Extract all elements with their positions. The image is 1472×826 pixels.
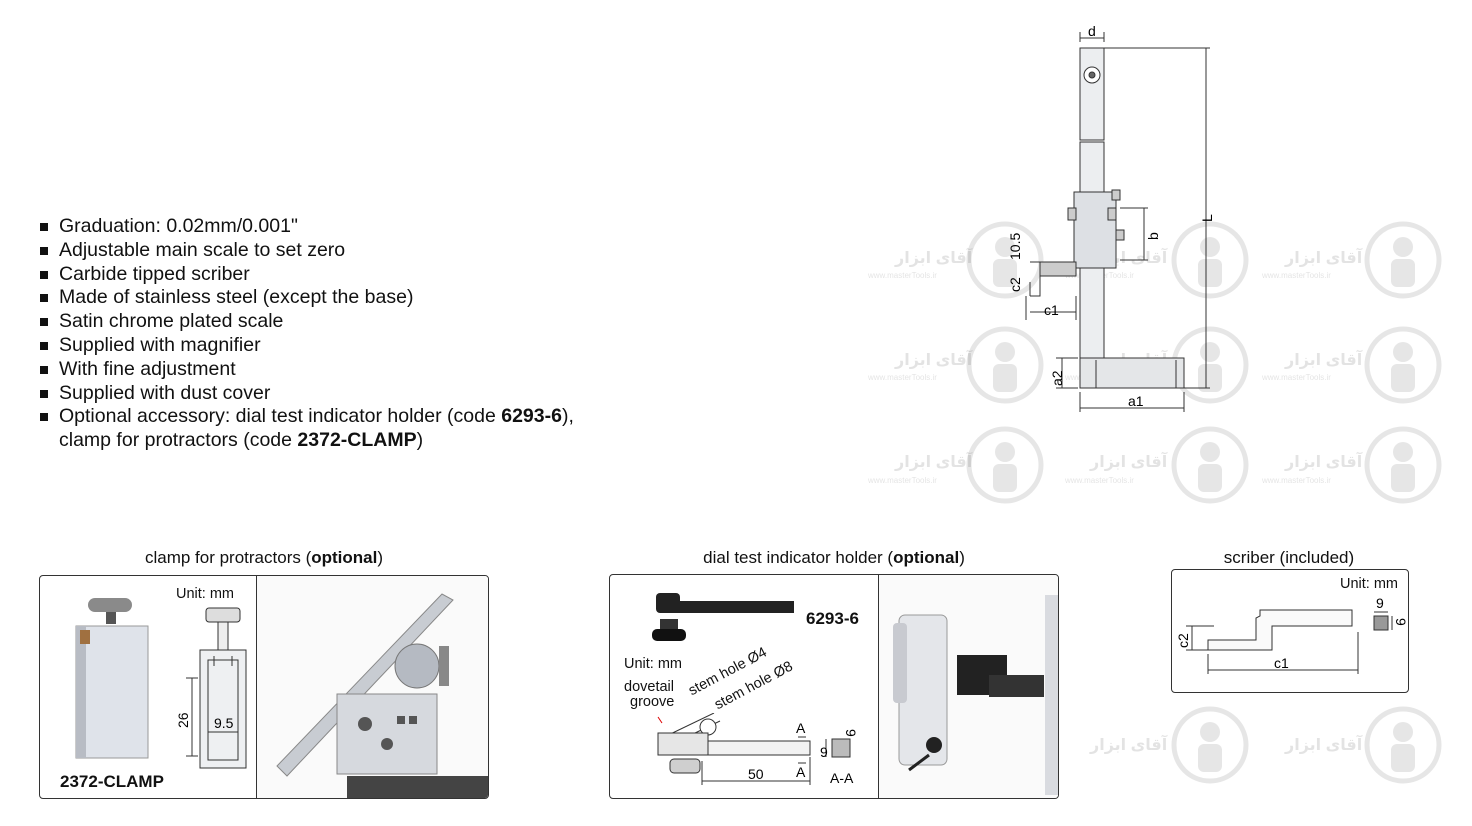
watermark-text: آقای ابزار — [1285, 454, 1363, 471]
holder-panel: 6293-6 Unit: mm dovetail groove stem hol… — [609, 574, 1059, 799]
feature-item-optional: Optional accessory: dial test indicator … — [40, 405, 574, 453]
holder-code-label: 6293-6 — [806, 609, 859, 628]
watermark-url: www.masterTools.ir — [868, 271, 937, 280]
watermark-logo-icon — [1171, 426, 1249, 504]
dim-9-h: 9 — [1393, 618, 1406, 626]
optional-suffix: ) — [416, 429, 424, 452]
watermark-logo-icon — [1364, 706, 1442, 784]
dim-c2: c2 — [1178, 633, 1191, 648]
watermark-logo-icon — [966, 326, 1044, 404]
height-gauge-drawing: d L b 10.5 c2 c1 a2 a1 — [1007, 23, 1215, 412]
groove-label: groove — [630, 694, 675, 710]
watermark-text: آقای ابزار — [1090, 737, 1168, 754]
clamp-section-title: clamp for protractors (optional) — [40, 548, 488, 568]
scriber-drawing: c2 c1 9 9 — [1178, 595, 1406, 674]
dim-9-width: 9 — [820, 744, 828, 760]
scriber-section-title: scriber (included) — [1223, 548, 1355, 567]
feature-item: Adjustable main scale to set zero — [40, 239, 574, 263]
clamp-title-bold: optional — [311, 548, 378, 567]
accessory-code: 2372-CLAMP — [297, 429, 417, 452]
dim-label-b: b — [1145, 232, 1161, 240]
watermark-url: www.masterTools.ir — [1065, 476, 1134, 485]
feature-item: With fine adjustment — [40, 358, 574, 382]
watermark-logo-icon — [1171, 221, 1249, 299]
clamp-title-end: ) — [377, 548, 384, 567]
holder-photo — [652, 593, 794, 641]
dim-label-10-5: 10.5 — [1007, 233, 1023, 260]
watermark-text: آقای ابزار — [1285, 352, 1363, 369]
feature-item: Supplied with dust cover — [40, 382, 574, 406]
watermark-logo-icon — [1364, 426, 1442, 504]
watermark-url: www.masterTools.ir — [1262, 476, 1331, 485]
watermark-url: www.masterTools.ir — [868, 476, 937, 485]
watermark-text: آقای ابزار — [895, 352, 973, 369]
dim-9-height: 9 — [843, 729, 859, 737]
clamp-title-text: clamp for protractors ( — [144, 548, 312, 567]
dim-50: 50 — [748, 766, 764, 782]
watermark-logo-icon — [1171, 706, 1249, 784]
watermark-url: www.masterTools.ir — [868, 373, 937, 382]
unit-label: Unit: mm — [176, 586, 234, 602]
section-a-a-label: A-A — [830, 770, 854, 786]
watermark-logo-icon — [1364, 326, 1442, 404]
feature-item: Graduation: 0.02mm/0.001" — [40, 215, 574, 239]
unit-label: Unit: mm — [1340, 576, 1398, 592]
optional-prefix: Optional accessory: dial test indicator … — [59, 405, 502, 428]
holder-title-end: ) — [959, 548, 965, 567]
watermark-url: www.masterTools.ir — [1262, 373, 1331, 382]
clamp-code-label: 2372-CLAMP — [60, 772, 164, 791]
dim-label-L: L — [1199, 214, 1215, 222]
dim-9-w: 9 — [1376, 595, 1384, 611]
section-a-bottom: A — [796, 764, 806, 780]
watermark-text: آقای ابزار — [1090, 454, 1168, 471]
scriber-panel: Unit: mm c2 c1 9 9 — [1171, 569, 1409, 693]
feature-item: Supplied with magnifier — [40, 334, 574, 358]
watermark-logo-icon — [1364, 221, 1442, 299]
holder-drawing: 50 A A 9 9 A-A — [657, 713, 859, 786]
watermark-text: آقای ابزار — [1285, 250, 1363, 267]
feature-item: Carbide tipped scriber — [40, 263, 574, 287]
protractor-photo — [257, 576, 488, 798]
dovetail-label: dovetail — [624, 679, 674, 695]
dim-9-5: 9.5 — [214, 715, 234, 731]
clamp-drawing: 26 9.5 — [175, 607, 247, 769]
panel-divider — [878, 575, 879, 798]
watermark-text: آقای ابزار — [895, 250, 973, 267]
dim-label-c2: c2 — [1007, 277, 1023, 292]
watermark-logo-icon — [966, 221, 1044, 299]
watermark-logo-icon — [966, 426, 1044, 504]
optional-middle: ), — [561, 405, 574, 428]
accessory-code: 6293-6 — [501, 405, 562, 428]
holder-section-title: dial test indicator holder (optional) — [610, 548, 1058, 568]
feature-item: Satin chrome plated scale — [40, 310, 574, 334]
optional-line2: clamp for protractors (code — [59, 429, 298, 452]
clamp-photo — [75, 598, 149, 759]
dim-c1: c1 — [1274, 655, 1289, 671]
watermark-text: آقای ابزار — [895, 454, 973, 471]
dim-label-a1: a1 — [1128, 393, 1144, 409]
holder-title-bold: optional — [893, 548, 960, 567]
watermark-text: آقای ابزار — [1285, 737, 1363, 754]
dim-label-c1: c1 — [1044, 302, 1059, 318]
feature-item: Made of stainless steel (except the base… — [40, 286, 574, 310]
section-a-top: A — [796, 720, 806, 736]
panel-divider — [256, 576, 257, 798]
watermark-url: www.masterTools.ir — [1262, 271, 1331, 280]
feature-list: Graduation: 0.02mm/0.001" Adjustable mai… — [40, 215, 574, 453]
holder-title-text: dial test indicator holder ( — [703, 548, 894, 567]
indicator-photo — [879, 575, 1058, 798]
dim-26: 26 — [175, 712, 191, 728]
dim-label-d: d — [1088, 23, 1096, 39]
unit-label: Unit: mm — [624, 656, 682, 672]
dim-label-a2: a2 — [1049, 370, 1065, 386]
clamp-panel: 2372-CLAMP Unit: mm 26 9.5 — [39, 575, 489, 799]
